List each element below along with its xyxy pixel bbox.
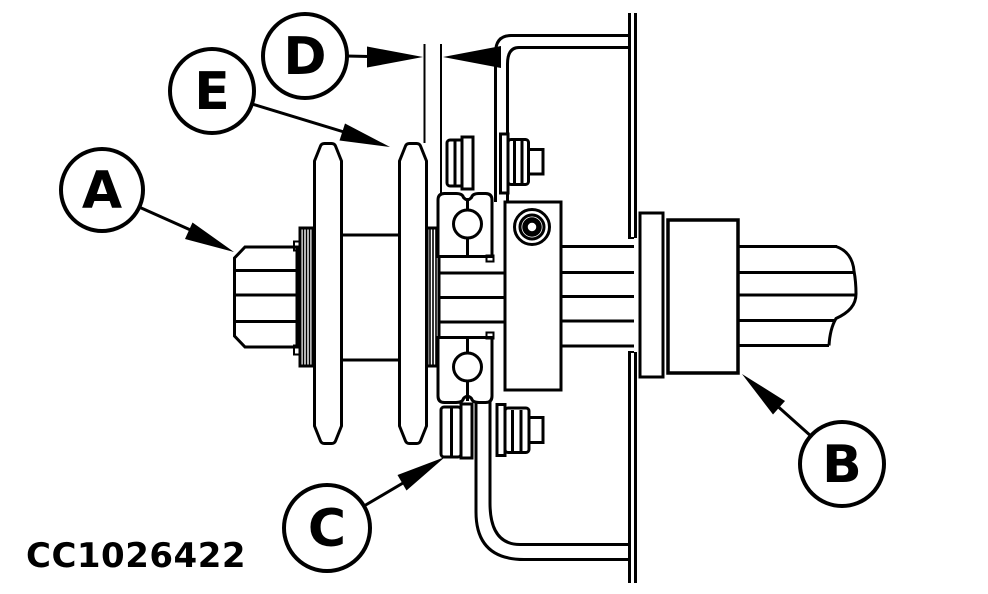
callout-b: B bbox=[742, 374, 886, 508]
lower-clamp bbox=[436, 331, 495, 404]
callout-a-label: A bbox=[82, 161, 122, 221]
part-code-label: CC1026422 bbox=[26, 536, 246, 576]
cap-screw bbox=[233, 240, 303, 356]
leader-line-b bbox=[778, 406, 813, 439]
upper-web-bolt bbox=[499, 132, 545, 195]
sprocket-outer bbox=[398, 142, 428, 445]
shaft-nose-profile bbox=[827, 245, 858, 346]
callout-c: C bbox=[282, 457, 445, 573]
upper-nut-washer bbox=[445, 135, 475, 191]
leader-line-e bbox=[251, 102, 345, 134]
callout-d: D bbox=[261, 12, 501, 100]
cap-screw-head bbox=[233, 245, 299, 349]
upper-clamp bbox=[436, 192, 495, 263]
sprocket-inner-body bbox=[313, 142, 343, 445]
arrowhead-d-right bbox=[443, 46, 501, 68]
arrowhead-e bbox=[339, 123, 390, 147]
lower-bolt-tip bbox=[527, 416, 545, 444]
upper-bolt-tip bbox=[527, 148, 545, 176]
callout-d-label: D bbox=[283, 27, 326, 87]
arrowhead-b bbox=[742, 374, 785, 415]
lower-clamp-step bbox=[485, 331, 495, 340]
leader-line-c bbox=[363, 481, 404, 508]
bearing-block bbox=[503, 200, 563, 392]
lower-bolt-head bbox=[503, 406, 531, 454]
leader-line-a bbox=[138, 205, 196, 234]
lower-washer bbox=[459, 402, 474, 460]
bracket-bottom-outer-line bbox=[474, 402, 628, 561]
upper-bolt-head bbox=[506, 138, 530, 186]
spline-washer-left bbox=[298, 226, 315, 368]
callout-a-bubble bbox=[59, 147, 145, 233]
sprocket-outer-body bbox=[398, 142, 428, 445]
lower-web-bolt bbox=[495, 403, 545, 457]
upper-clamp-hole bbox=[452, 208, 483, 240]
collar-body bbox=[666, 218, 740, 375]
callout-a: A bbox=[59, 147, 234, 252]
shaft bbox=[440, 245, 858, 348]
spacer-ring bbox=[638, 211, 665, 379]
bearing-middle-ring bbox=[518, 213, 546, 241]
arrowhead-c bbox=[397, 457, 445, 491]
callout-e: E bbox=[168, 47, 390, 147]
gap-extension-lines bbox=[423, 44, 442, 194]
callout-b-bubble bbox=[798, 420, 886, 508]
leader-line-d bbox=[345, 54, 370, 58]
bracket-top-inner-line bbox=[506, 46, 628, 202]
hub-spacer bbox=[342, 233, 399, 362]
callout-c-bubble bbox=[282, 483, 372, 573]
sprocket-inner bbox=[313, 142, 343, 445]
upper-clamp-step bbox=[485, 254, 495, 263]
lower-clamp-hole bbox=[452, 351, 483, 383]
lower-nut-washer bbox=[439, 402, 474, 460]
callout-b-label: B bbox=[822, 435, 862, 495]
callout-c-label: C bbox=[308, 499, 346, 559]
mounting-plate bbox=[628, 13, 637, 583]
spline-washer-right bbox=[425, 226, 441, 368]
arrowhead-a bbox=[185, 222, 234, 252]
callout-d-bubble bbox=[261, 12, 349, 100]
bracket-bottom-inner-line bbox=[488, 402, 628, 546]
bearing-outer-ring bbox=[513, 208, 551, 246]
callout-e-label: E bbox=[194, 62, 230, 122]
arrowhead-d-left bbox=[367, 46, 423, 68]
mounting-bracket bbox=[474, 34, 628, 561]
bearing-bore bbox=[522, 217, 542, 237]
spacer-ring-body bbox=[638, 211, 665, 379]
callout-e-bubble bbox=[168, 47, 256, 135]
upper-washer bbox=[460, 135, 475, 191]
collar bbox=[666, 218, 740, 375]
